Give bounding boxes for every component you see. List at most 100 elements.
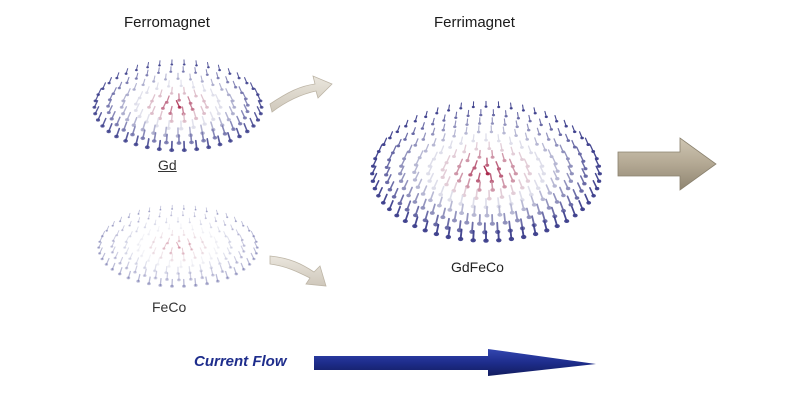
spin-head — [136, 249, 140, 252]
gd-label: Gd — [158, 157, 177, 173]
spin-head — [520, 186, 525, 190]
spin-stick — [170, 247, 173, 254]
spin-head — [101, 87, 105, 90]
spin-head — [176, 141, 182, 145]
spin-head — [388, 136, 392, 140]
spin-head — [153, 269, 157, 273]
spin-head — [485, 172, 490, 176]
spin-head — [181, 70, 185, 73]
spin-head — [121, 112, 126, 116]
spin-head — [404, 207, 410, 212]
spin-stick — [98, 241, 102, 249]
spin-stick — [189, 272, 192, 280]
spin-head — [490, 155, 495, 159]
spin-head — [226, 216, 229, 219]
spin-head — [399, 164, 404, 168]
spin-head — [125, 81, 129, 85]
spin-head — [189, 140, 194, 145]
spin-head — [483, 238, 489, 243]
spin-head — [140, 136, 146, 141]
spin-head — [194, 147, 200, 152]
spin-head — [447, 208, 453, 212]
spin-head — [148, 210, 151, 213]
spin-stick — [129, 220, 132, 227]
spin-head — [459, 142, 463, 145]
spin-head — [431, 122, 435, 126]
spin-head — [135, 230, 138, 233]
spin-head — [508, 236, 515, 242]
spin-head — [527, 172, 532, 176]
spin-head — [188, 271, 192, 275]
spin-head — [158, 283, 163, 287]
spin-head — [255, 118, 261, 122]
spin-head — [499, 195, 505, 199]
spin-head — [205, 73, 209, 76]
spin-head — [215, 279, 220, 283]
spin-head — [194, 94, 198, 98]
spin-head — [255, 246, 259, 249]
spin-head — [465, 159, 470, 163]
current-flow-label: Current Flow — [194, 353, 287, 370]
spin-head — [153, 223, 157, 226]
spin-head — [124, 266, 129, 270]
spin-stick — [208, 261, 212, 269]
spin-head — [169, 148, 175, 153]
spin-head — [572, 130, 577, 134]
spin-head — [181, 214, 185, 217]
spin-head — [105, 229, 109, 232]
spin-stick — [135, 257, 140, 265]
spin-stick — [194, 278, 197, 287]
spin-head — [202, 89, 207, 92]
spin-head — [458, 202, 464, 206]
spin-head — [540, 197, 546, 202]
spin-head — [115, 76, 119, 80]
spin-head — [242, 244, 246, 247]
spin-head — [555, 119, 559, 123]
spin-head — [190, 107, 195, 111]
spin-head — [140, 238, 144, 241]
spin-head — [429, 211, 435, 215]
spin-stick — [111, 246, 116, 253]
spin-stick — [138, 209, 140, 215]
spin-head — [242, 250, 246, 253]
spin-head — [165, 278, 169, 281]
spin-head — [98, 240, 102, 243]
spin-head — [237, 134, 242, 139]
spin-stick — [168, 259, 171, 268]
spin-head — [496, 139, 501, 143]
spin-head — [540, 179, 545, 183]
spin-head — [401, 186, 407, 191]
spin-head — [447, 198, 453, 202]
spin-head — [477, 188, 482, 192]
spin-head — [485, 163, 490, 167]
spin-head — [245, 81, 249, 85]
spin-head — [143, 226, 147, 229]
output-arrow — [617, 137, 717, 191]
spin-stick — [217, 226, 220, 232]
spin-head — [444, 182, 449, 187]
spin-head — [565, 186, 571, 191]
spin-head — [497, 105, 501, 109]
spin-stick — [191, 224, 194, 231]
spin-head — [471, 105, 475, 109]
spin-stick — [105, 257, 110, 265]
spin-head — [520, 145, 524, 149]
spin-head — [582, 182, 587, 186]
spin-head — [202, 122, 207, 126]
spin-head — [205, 105, 209, 109]
spin-stick — [188, 243, 193, 251]
spin-head — [188, 221, 192, 224]
spin-head — [466, 114, 470, 118]
spin-head — [220, 123, 225, 127]
spin-head — [237, 76, 241, 80]
spin-head — [193, 236, 197, 239]
spin-head — [396, 144, 401, 148]
spin-head — [597, 172, 602, 176]
spin-stick — [199, 247, 204, 254]
spin-head — [521, 109, 525, 112]
spin-stick — [239, 234, 243, 241]
spin-head — [137, 213, 140, 215]
feco-spin-disc — [97, 204, 259, 288]
spin-head — [177, 246, 181, 249]
spin-head — [106, 104, 110, 108]
